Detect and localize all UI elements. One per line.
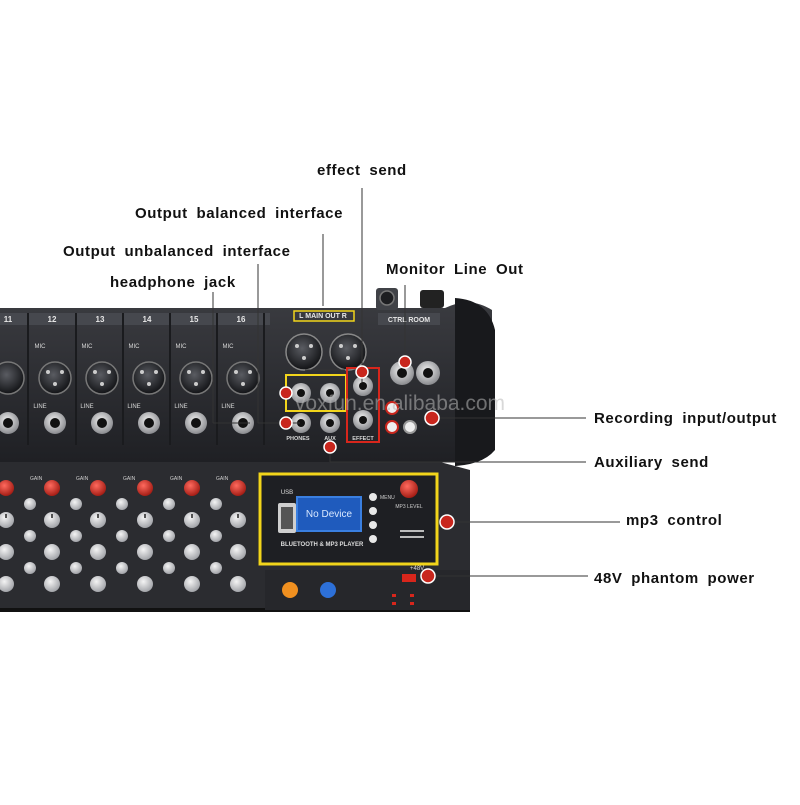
mp3-level-label: MP3 LEVEL <box>395 504 422 510</box>
phantom-label: +48V <box>410 566 424 572</box>
gain-label: GAIN <box>123 476 136 482</box>
callout-monitor-line-out: Monitor Line Out <box>386 261 524 278</box>
aux-label: AUX <box>324 436 336 442</box>
mic-label: MIC <box>129 344 141 350</box>
channel-label: 13 <box>96 315 105 324</box>
channel-label: 16 <box>237 315 246 324</box>
lcd-display: No Device <box>306 509 353 520</box>
mic-label: MIC <box>223 344 235 350</box>
callout-auxiliary-send: Auxiliary send <box>594 454 709 471</box>
line-label: LINE <box>127 404 140 410</box>
gain-label: GAIN <box>76 476 89 482</box>
channel-label: 15 <box>190 315 199 324</box>
callout-output-balanced: Output balanced interface <box>135 205 344 222</box>
menu-label: MENU <box>380 495 395 501</box>
callout-mp3-control: mp3 control <box>626 512 723 529</box>
callout-output-unbalanced: Output unbalanced interface <box>63 243 291 260</box>
callout-phantom-power: 48V phantom power <box>594 570 755 587</box>
mic-label: MIC <box>35 344 47 350</box>
channel-label: 14 <box>143 315 152 324</box>
main-out-label: L MAIN OUT R <box>299 313 347 320</box>
bt-player-label: BLUETOOTH & MP3 PLAYER <box>281 542 364 548</box>
line-label: LINE <box>80 404 93 410</box>
line-label: LINE <box>221 404 234 410</box>
line-label: LINE <box>33 404 46 410</box>
gain-label: GAIN <box>216 476 229 482</box>
watermark: voxfun.en.alibaba.com <box>295 392 505 415</box>
ctrl-room-label: CTRL ROOM <box>388 317 430 324</box>
callout-recording-io: Recording input/output <box>594 410 777 427</box>
channel-label: 11 <box>4 315 13 324</box>
gain-label: GAIN <box>170 476 183 482</box>
effect-label: EFFECT <box>352 436 374 442</box>
callout-headphone-jack: headphone jack <box>110 274 236 291</box>
callout-effect-send: effect send <box>317 162 407 179</box>
line-label: LINE <box>174 404 187 410</box>
mic-label: MIC <box>176 344 188 350</box>
mic-label: MIC <box>82 344 94 350</box>
channel-label: 12 <box>48 315 57 324</box>
phones-label: PHONES <box>286 436 310 442</box>
usb-label: USB <box>281 490 293 496</box>
gain-label: GAIN <box>30 476 43 482</box>
